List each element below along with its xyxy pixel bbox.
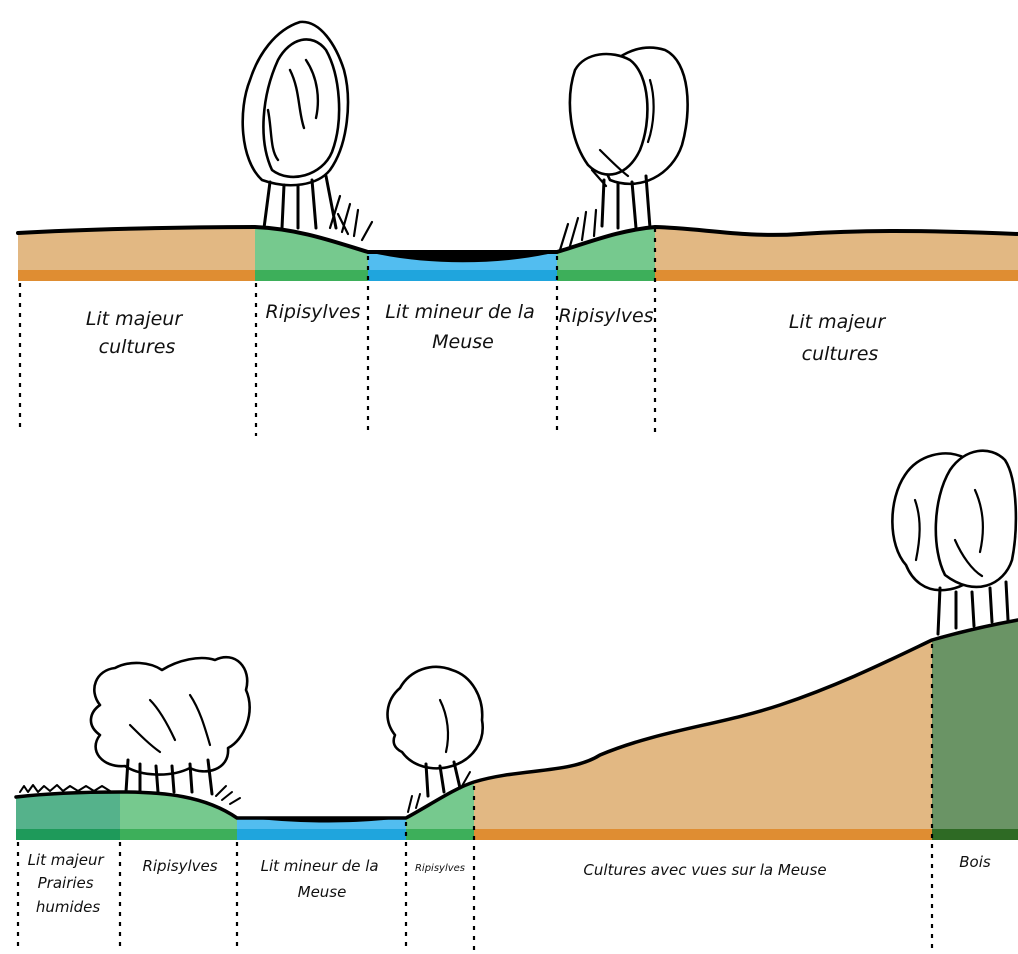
bottom-wet-meadow-label: Lit majeur Prairies humides <box>28 851 109 916</box>
bottom-cross-section: Lit majeur Prairies humides Ripisylves L… <box>14 449 1018 950</box>
bottom-forest-band <box>932 829 1018 840</box>
top-river-band <box>368 270 557 281</box>
top-right-riparian-ground <box>557 227 655 270</box>
top-riverbed <box>365 251 560 263</box>
top-right-farmland-label: Lit majeur cultures <box>789 311 891 365</box>
top-left-riparian-band <box>255 270 368 281</box>
top-right-farmland-ground <box>655 227 1018 270</box>
top-left-tree-icon <box>241 20 374 242</box>
bottom-left-riparian-ground <box>120 792 237 829</box>
top-left-farmland-label: Lit majeur cultures <box>86 308 188 358</box>
bottom-slope-farmland-label: Cultures avec vues sur la Meuse <box>583 861 826 879</box>
top-right-riparian-band <box>557 270 655 281</box>
bottom-wet-meadow-ground <box>16 792 120 829</box>
top-left-farmland-ground <box>18 227 255 270</box>
bottom-left-riparian-label: Ripisylves <box>142 857 217 875</box>
bottom-left-tree-icon <box>89 655 251 805</box>
bottom-river-label: Lit mineur de la Meuse <box>261 857 384 901</box>
bottom-right-tree-icon <box>386 665 484 813</box>
bottom-forest-label: Bois <box>959 853 991 871</box>
top-right-riparian-label: Ripisylves <box>558 305 653 327</box>
top-ground-line <box>16 225 1018 254</box>
bottom-slope-farmland-band <box>474 829 932 840</box>
bottom-ground-line <box>14 618 1018 820</box>
bottom-right-riparian-label: Ripisylves <box>415 863 465 874</box>
top-right-tree-icon <box>558 46 689 252</box>
bottom-slope-farmland-ground <box>474 640 932 829</box>
bottom-grass-tufts <box>19 784 111 793</box>
bottom-forest-tree-icon <box>891 449 1018 636</box>
bottom-left-riparian-band <box>120 829 237 840</box>
top-left-riparian-ground <box>255 227 368 270</box>
top-left-farmland-band <box>18 270 255 281</box>
bottom-river-band <box>237 829 406 840</box>
bottom-wet-meadow-band <box>16 829 120 840</box>
top-left-riparian-label: Ripisylves <box>265 301 360 323</box>
bottom-right-riparian-ground <box>406 782 474 829</box>
top-river-label: Lit mineur de la Meuse <box>385 301 541 353</box>
top-cross-section: Lit majeur cultures Ripisylves Lit mineu… <box>16 20 1018 436</box>
bottom-riverbed <box>250 818 400 823</box>
bottom-forest-ground <box>932 620 1018 829</box>
top-right-farmland-band <box>655 270 1018 281</box>
bottom-right-riparian-band <box>406 829 474 840</box>
